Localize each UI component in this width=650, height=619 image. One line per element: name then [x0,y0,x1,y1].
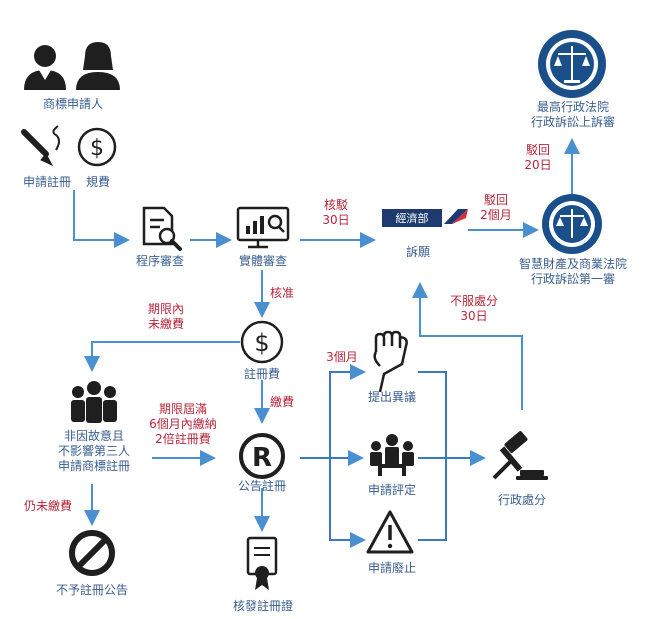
warning-triangle-icon [366,510,414,554]
dollar-coin-icon: $ [77,127,117,167]
monitor-chart-icon [236,206,290,249]
third-party-label-2: 不影響第三人 [58,443,130,458]
procedure-review-label: 程序審查 [136,253,184,268]
supreme-court-label-1: 最高行政法院 [537,99,609,114]
edge-unpaid-to-thirdparty [84,341,240,372]
late-payment-label-1: 期限屆滿 [159,402,207,416]
pen-icon [21,125,60,167]
applicant-woman-icon [76,42,120,90]
certificate-icon [246,536,278,590]
no-publication-label: 不予註冊公告 [56,583,128,597]
three-months-label: 3個月 [326,350,358,364]
moea-logo: 經濟部 [382,209,468,227]
applicant-person-icon [24,45,66,90]
dismiss-2m-label-1: 駁回 [484,193,508,207]
revocation-label: 申請廢止 [368,560,416,575]
third-party-label-1: 非因故意且 [64,428,124,443]
svg-text:$: $ [90,136,104,161]
invalidation-label: 申請評定 [368,482,416,497]
disagree-label-2: 30日 [460,309,487,323]
approve-label: 核准 [270,286,294,300]
registered-trademark-icon: R [239,433,285,479]
edge-branches-join [418,371,447,541]
applicant-label: 商標申請人 [43,96,103,111]
administrative-disposition-label: 行政處分 [498,493,546,507]
raised-fist-icon [373,330,408,393]
fee-label: 規費 [86,174,110,189]
ip-court-label-1: 智慧財產及商業法院 [519,256,627,271]
reject-label-1: 核駁 [324,198,348,212]
edge-disposition-to-appeal [412,282,523,410]
late-payment-label-3: 2倍註冊費 [155,431,211,446]
still-unpaid-label: 仍未繳費 [24,498,72,513]
dismiss-20-label-1: 駁回 [526,143,550,157]
disagree-label-1: 不服處分 [450,294,498,308]
moea-logo-text: 經濟部 [396,211,429,225]
opposition-label: 提出異議 [368,389,416,404]
reject-label-2: 30日 [322,213,349,227]
team-meeting-icon [370,434,414,476]
edge-apply-to-procedure [73,190,130,248]
publish-registration-label: 公告註冊 [238,479,286,493]
unpaid-label-2: 未繳費 [148,316,184,331]
node-labels: 商標申請人 申請註冊 規費 程序審查 實體審查 訴願 最高行政法院 行政訴訟上訴… [23,96,627,613]
unpaid-label-1: 期限內 [148,302,184,316]
third-party-label-3: 申請商標註冊 [58,458,130,473]
registration-fee-coin-icon: $ [240,320,284,364]
ip-court-label-2: 行政訴訟第一審 [531,271,615,286]
edge-publish-to-revocation [329,458,366,548]
document-search-icon [142,206,182,251]
registration-fee-label: 註冊費 [244,366,280,381]
edge-publish-to-opposition [300,364,366,459]
ip-court-seal-icon [542,194,602,254]
pay-label: 繳費 [270,394,294,409]
gavel-icon [492,431,548,480]
substantive-review-label: 實體審查 [239,253,287,268]
edges [73,138,580,548]
prohibited-icon [69,530,115,576]
group-people-icon [71,381,117,423]
svg-text:R: R [252,443,272,473]
supreme-court-seal-icon [538,30,606,98]
late-payment-label-2: 6個月內繳納 [149,416,217,431]
dismiss-2m-label-2: 2個月 [480,208,512,222]
apply-registration-label: 申請註冊 [23,175,71,189]
svg-text:$: $ [254,329,269,357]
edge-labels: 核駁 30日 駁回 2個月 駁回 20日 核准 期限內 未繳費 繳費 期限屆滿 … [24,143,552,513]
issue-certificate-label: 核發註冊證 [233,598,293,613]
appeal-label: 訴願 [406,244,430,259]
dismiss-20-label-2: 20日 [524,158,551,172]
supreme-court-label-2: 行政訴訟上訴審 [531,114,615,129]
